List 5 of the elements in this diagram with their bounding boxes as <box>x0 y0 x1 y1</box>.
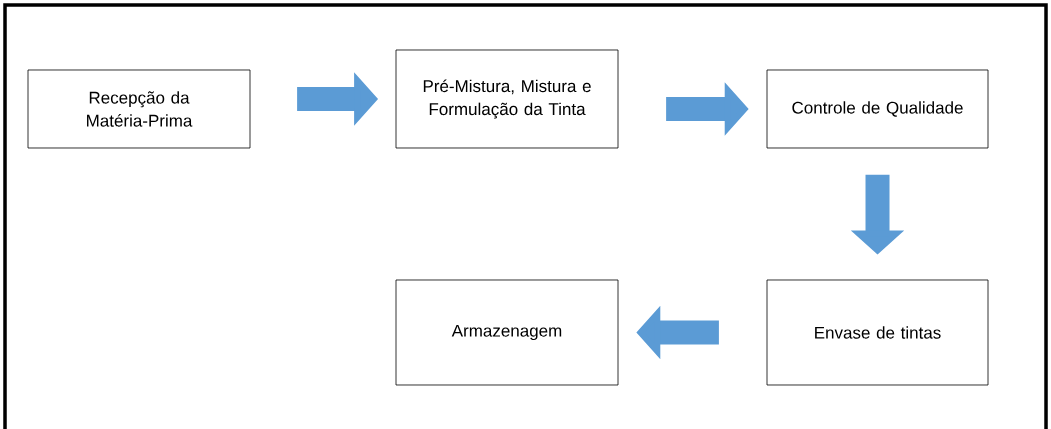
process-box: Pré-Mistura, Mistura e Formulação da Tinta <box>395 49 619 149</box>
process-box: Armazenagem <box>395 279 619 386</box>
process-box: Recepção da Matéria-Prima <box>27 69 251 149</box>
process-box: Envase de tintas <box>766 279 989 386</box>
process-box: Controle de Qualidade <box>766 69 989 149</box>
